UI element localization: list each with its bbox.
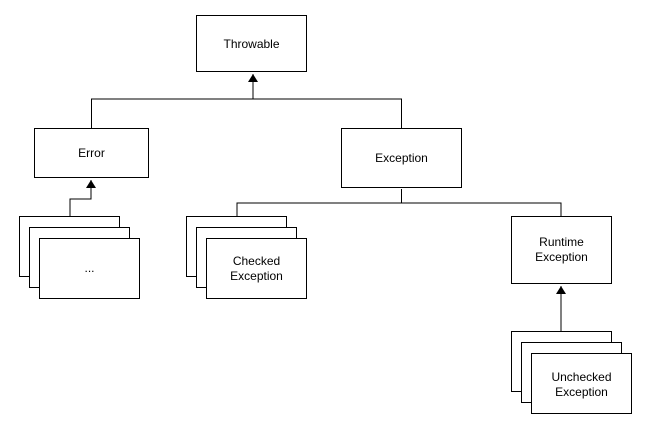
throwable-node: Throwable <box>196 15 307 72</box>
error-label: Error <box>78 146 105 160</box>
checked-exception-stack: Checked Exception <box>186 216 307 299</box>
checked-exception-label-line1: Checked <box>233 254 280 268</box>
error-subclasses-stack: ... <box>19 216 140 299</box>
error-node: Error <box>34 128 149 178</box>
runtime-exception-node: Runtime Exception <box>511 216 612 284</box>
runtime-exception-label-line1: Runtime <box>539 235 584 249</box>
edge-checked-to-exception <box>236 202 402 216</box>
edge-exception-to-throwable <box>248 74 402 128</box>
throwable-label: Throwable <box>223 37 279 51</box>
exception-label: Exception <box>375 151 428 165</box>
error-subclasses-label: ... <box>84 261 94 275</box>
edge-error-subclasses-to-error <box>69 180 96 216</box>
unchecked-exception-stack: Unchecked Exception <box>511 331 632 414</box>
unchecked-exception-label-line2: Exception <box>555 385 608 399</box>
exception-node: Exception <box>341 128 462 188</box>
unchecked-exception-label-line1: Unchecked <box>551 370 611 384</box>
checked-exception-label-line2: Exception <box>230 269 283 283</box>
runtime-exception-label-line2: Exception <box>535 250 588 264</box>
edge-runtime-to-exception <box>401 189 562 216</box>
edge-error-to-throwable <box>91 98 253 128</box>
